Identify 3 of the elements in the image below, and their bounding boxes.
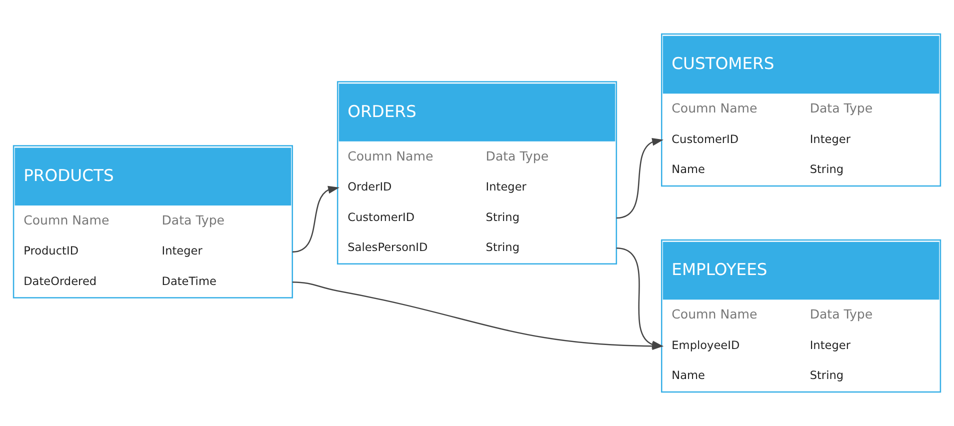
arrow xyxy=(616,138,664,219)
arrow xyxy=(292,186,340,253)
arrow xyxy=(616,248,664,349)
